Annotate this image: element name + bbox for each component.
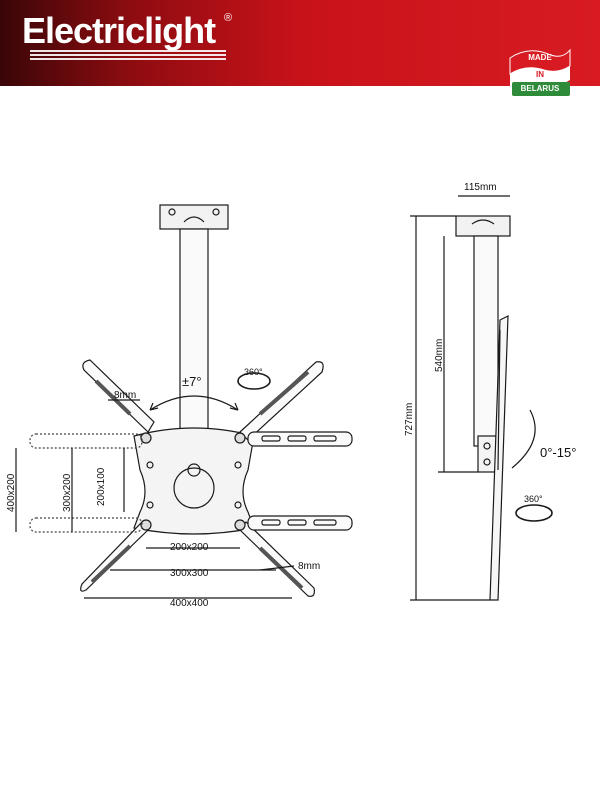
side-ceiling-plate — [455, 215, 511, 237]
arrow-head — [149, 402, 159, 411]
bracket-hole — [146, 461, 154, 469]
plate-slot — [183, 216, 205, 223]
tilt-joint — [477, 435, 497, 473]
bracket-hole — [234, 461, 242, 469]
brand-logo: Electriclight — [22, 10, 216, 51]
plate-slot — [471, 219, 495, 225]
arm-upper-left — [82, 359, 155, 444]
bracket-hole — [146, 501, 154, 509]
badge-made: MADE — [528, 53, 552, 62]
rotation-icon — [237, 372, 271, 390]
registered-mark: ® — [224, 12, 233, 24]
joint-bolt — [483, 442, 491, 450]
arrow-head — [229, 402, 239, 411]
plate-hole — [212, 208, 220, 216]
rotation-label: 360° — [244, 367, 263, 377]
dim-line-vertical — [15, 448, 125, 532]
arm-dashed-left — [29, 433, 143, 533]
arm-horizontal-upper — [247, 431, 353, 447]
panel-bracket — [497, 329, 501, 471]
pole-length-label: 540mm — [434, 338, 445, 372]
joint-bolt — [483, 458, 491, 466]
slot-width-lower-label: 8mm — [298, 561, 321, 572]
total-height-label: 727mm — [404, 402, 415, 436]
badge-in: IN — [536, 70, 544, 79]
dim-extension — [410, 215, 490, 601]
made-in-belarus-badge: MADE IN BELARUS — [508, 44, 572, 100]
brand-header: Electriclight ® — [0, 0, 600, 86]
arm-horizontal-lower — [247, 515, 353, 531]
vesa-horizontal-400: 400x400 — [170, 598, 209, 609]
vesa-horizontal-200: 200x200 — [170, 542, 209, 553]
side-pole — [473, 235, 499, 447]
plate-width-label: 115mm — [464, 182, 497, 193]
center-bolt — [187, 463, 201, 477]
tilt-arc — [149, 395, 239, 411]
arm-lower-left — [80, 519, 152, 592]
plate-hole — [168, 208, 176, 216]
dim-leader — [259, 565, 295, 571]
badge-flag-icon — [509, 48, 571, 96]
vesa-horizontal-300: 300x300 — [170, 568, 209, 579]
side-rotation-label: 360° — [524, 494, 543, 504]
side-rotation-icon — [515, 504, 553, 522]
badge-belarus: BELARUS — [520, 84, 560, 93]
bracket-hole — [234, 501, 242, 509]
center-hole — [173, 467, 215, 509]
tv-panel-side — [489, 315, 509, 601]
dim-line-horizontal — [84, 547, 292, 599]
tilt-range-label: 0°-15° — [540, 445, 577, 460]
tilt-angle-label: ±7° — [182, 374, 202, 389]
slot-width-label: 8mm — [114, 390, 137, 401]
tilt-arc-side — [511, 409, 536, 469]
arm-upper-right — [234, 361, 324, 444]
logo-underline-decoration — [30, 50, 226, 62]
